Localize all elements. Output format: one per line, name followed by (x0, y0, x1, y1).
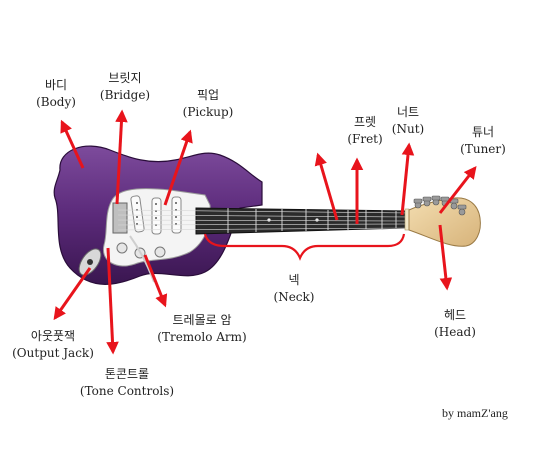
label-pickup: 픽업 (Pickup) (183, 87, 234, 121)
neck-bracket (203, 233, 406, 261)
label-neck-en: (Neck) (273, 290, 315, 304)
pickups (130, 195, 182, 235)
label-body-ko: 바디 (44, 78, 68, 92)
author-credit: by mamZ'ang (442, 406, 508, 420)
label-nut: 너트 (Nut) (392, 104, 424, 138)
label-body-en: (Body) (36, 95, 76, 109)
label-output-ko: 아웃풋잭 (30, 329, 76, 343)
arrow-tremolo (143, 254, 168, 308)
arrow-output (53, 267, 92, 321)
arrow-tone (106, 247, 119, 355)
label-pickup-en: (Pickup) (182, 105, 234, 119)
label-neck: 넥 (Neck) (274, 272, 315, 306)
label-head: 헤드 (Head) (434, 307, 476, 341)
tuners (413, 195, 467, 216)
arrow-fret-1 (314, 152, 339, 221)
label-neck-ko: 넥 (288, 273, 300, 287)
arrow-nut (400, 142, 415, 216)
label-tuner-en: (Tuner) (460, 142, 506, 156)
arrow-pickup (163, 129, 193, 206)
label-fret: 프렛 (Fret) (347, 114, 382, 148)
label-tremolo-ko: 트레몰로 암 (172, 313, 232, 327)
arrow-tuner (438, 166, 477, 214)
tremolo-arm (129, 235, 155, 283)
label-nut-ko: 너트 (396, 105, 420, 119)
label-tremolo: 트레몰로 암 (Tremolo Arm) (157, 312, 246, 346)
label-bridge-ko: 브릿지 (108, 71, 142, 85)
label-tremolo-en: (Tremolo Arm) (157, 330, 247, 344)
label-output-en: (Output Jack) (12, 346, 94, 360)
arrow-head (438, 224, 453, 291)
strings (117, 209, 413, 231)
label-tone-ko: 톤콘트롤 (104, 367, 150, 381)
label-output: 아웃풋잭 (Output Jack) (12, 328, 94, 362)
label-head-ko: 헤드 (443, 308, 467, 322)
label-fret-en: (Fret) (347, 132, 383, 146)
arrow-bridge (115, 109, 128, 205)
arrow-body (60, 119, 85, 169)
label-tone-en: (Tone Controls) (79, 384, 175, 398)
output-jack (78, 248, 102, 276)
label-body: 바디 (Body) (36, 77, 76, 111)
label-tone: 톤콘트롤 (Tone Controls) (80, 366, 174, 400)
label-tuner-ko: 튜너 (471, 125, 495, 139)
label-bridge: 브릿지 (Bridge) (100, 70, 150, 104)
bridge (112, 202, 128, 234)
label-fret-ko: 프렛 (353, 115, 377, 129)
label-nut-en: (Nut) (391, 122, 425, 136)
label-head-en: (Head) (434, 325, 476, 339)
nut (404, 208, 410, 231)
label-pickup-ko: 픽업 (196, 88, 220, 102)
label-bridge-en: (Bridge) (99, 88, 151, 102)
label-tuner: 튜너 (Tuner) (460, 124, 506, 158)
